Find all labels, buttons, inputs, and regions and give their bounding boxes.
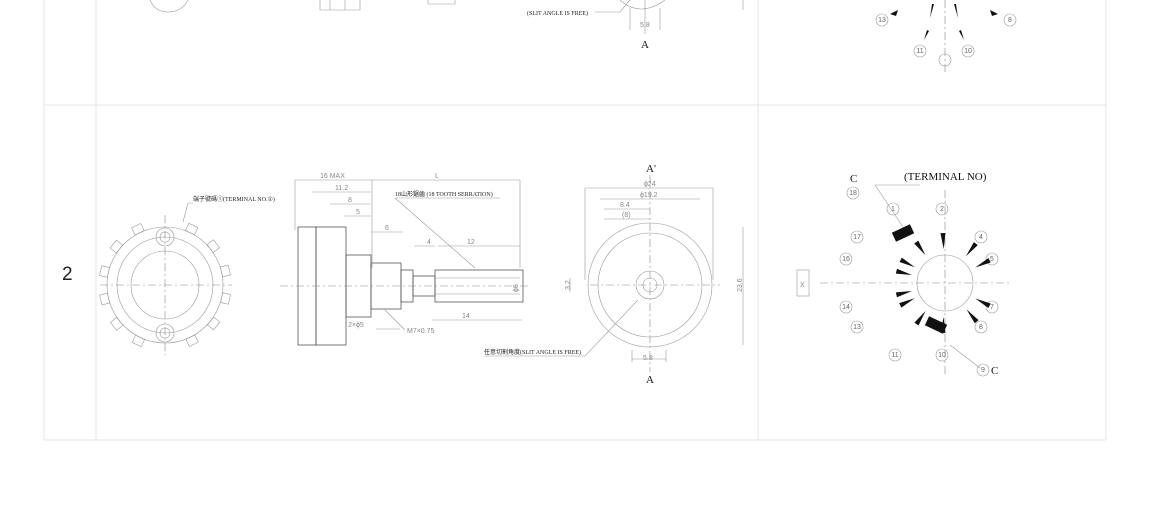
top-terminal: 8 <box>1008 17 1012 24</box>
terminal-number: 5 <box>990 256 994 263</box>
contact-arrow <box>940 232 946 250</box>
contact-arrow <box>895 291 912 298</box>
terminal-diagram: (TERMINAL NO) C C X 18 1 2 4 5 7 8 10 11 13 14 16 17… <box>796 171 1010 377</box>
contact-arrow <box>965 242 978 257</box>
front-view: A' A ϕ24 ϕ19.2 8.4 (8) 23.6 3.2 5.8 任意切割… <box>484 163 744 386</box>
section-a-prime: A' <box>646 163 656 175</box>
terminal-tab <box>109 239 124 254</box>
contact-arrow <box>975 298 991 308</box>
top-section-a: A <box>641 39 649 51</box>
terminal-tab <box>131 223 145 236</box>
contact-arrow <box>895 268 912 275</box>
terminal-circle <box>985 252 999 266</box>
terminal-number: 7 <box>990 304 994 311</box>
terminal-title: (TERMINAL NO) <box>904 171 987 183</box>
terminal-number: 1 <box>891 206 895 213</box>
terminal-circle <box>935 202 949 216</box>
dim-8: 8 <box>348 197 352 204</box>
slit-label: 任意切割角度(SLIT ANGLE IS FREE) <box>484 348 581 356</box>
terminal-tab <box>206 239 220 253</box>
dim-3-2: 3.2 <box>565 280 572 290</box>
terminal-tab <box>219 264 231 278</box>
side-view: 16 MAX L 11.2 8 5 6 4 12 14 2×ϕ5 M7×0.75… <box>280 173 530 346</box>
terminal-tab <box>99 292 111 306</box>
table-grid <box>43 0 1107 441</box>
terminal-tab <box>185 334 199 347</box>
terminal-tab <box>206 316 221 331</box>
terminal-tab <box>99 265 110 278</box>
terminal-tab <box>110 317 124 331</box>
common-bottom: C <box>991 365 998 377</box>
contact-arrow <box>975 258 991 268</box>
terminal-circle <box>846 186 860 200</box>
terminal-circle <box>985 300 999 314</box>
dim-23-6: 23.6 <box>737 278 744 292</box>
terminal-number: 18 <box>849 190 857 197</box>
top-terminal: 11 <box>916 48 923 55</box>
terminal-circle <box>888 348 902 362</box>
terminal-circle <box>850 320 864 334</box>
dim-4: 4 <box>427 239 431 246</box>
terminal-tab <box>131 334 145 348</box>
row-number: 2 <box>62 264 73 285</box>
dim-5: 5 <box>356 209 360 216</box>
terminal-number: 16 <box>842 256 850 263</box>
top-terminal: 13 <box>878 17 886 24</box>
terminal-number: 9 <box>981 367 985 374</box>
terminal-tab <box>185 222 199 236</box>
bottom-view: 端子號碼①(TERMINAL NO.①) <box>99 195 275 355</box>
top-row-drawings: (SLIT ANGLE IS FREE) 5.8 A 13 8 11 10 <box>149 0 1017 72</box>
terminal-tab <box>220 292 231 305</box>
terminal-number: 13 <box>853 324 861 331</box>
contact-arrow <box>966 309 979 324</box>
section-a: A <box>646 374 654 386</box>
dim-11-2: 11.2 <box>335 185 348 192</box>
dim-5-8: 5.8 <box>643 355 653 362</box>
dim-6: 6 <box>385 225 389 232</box>
terminal-number: 10 <box>938 352 946 359</box>
terminal-circle <box>839 252 853 266</box>
contact-arrow <box>899 257 915 268</box>
top-terminal: 10 <box>964 48 972 55</box>
dim-24: ϕ24 <box>644 181 656 188</box>
contact-arrow <box>899 298 915 308</box>
dim-19-2: ϕ19.2 <box>640 192 658 199</box>
terminal-no-label: 端子號碼①(TERMINAL NO.①) <box>193 195 275 203</box>
dim-l: L <box>435 173 439 180</box>
dim-8p: (8) <box>622 212 631 219</box>
terminal-number: 4 <box>979 234 983 241</box>
terminal-circle <box>886 202 900 216</box>
contact-arrow <box>914 310 926 326</box>
terminal-number: 11 <box>891 352 898 359</box>
terminal-circle <box>839 300 853 314</box>
top-slit-label: (SLIT ANGLE IS FREE) <box>527 10 588 17</box>
terminal-circle <box>935 348 949 362</box>
dim-thread: M7×0.75 <box>407 328 435 335</box>
terminal-circle <box>974 320 988 334</box>
common-top: C <box>850 173 857 185</box>
dim-8-4: 8.4 <box>620 202 630 209</box>
terminal-circle <box>976 363 990 377</box>
terminal-number: 8 <box>979 324 983 331</box>
x-mark: X <box>800 282 805 289</box>
dim-shaft: ϕ6 <box>513 284 520 292</box>
dim-14: 14 <box>462 313 470 320</box>
dim-16max: 16 MAX <box>320 173 345 180</box>
terminal-number: 14 <box>842 304 850 311</box>
contact-arrow <box>940 316 946 334</box>
terminal-number: 2 <box>940 206 944 213</box>
terminal-circle <box>974 230 988 244</box>
dim-2x: 2×ϕ5 <box>348 322 364 329</box>
serration-label: 18山形鋸齒 (18 TOOTH SERRATION) <box>395 190 493 198</box>
terminal-number: 17 <box>853 234 861 241</box>
dim-12: 12 <box>467 239 475 246</box>
terminal-circle <box>850 230 864 244</box>
contact-arrow <box>914 240 926 256</box>
